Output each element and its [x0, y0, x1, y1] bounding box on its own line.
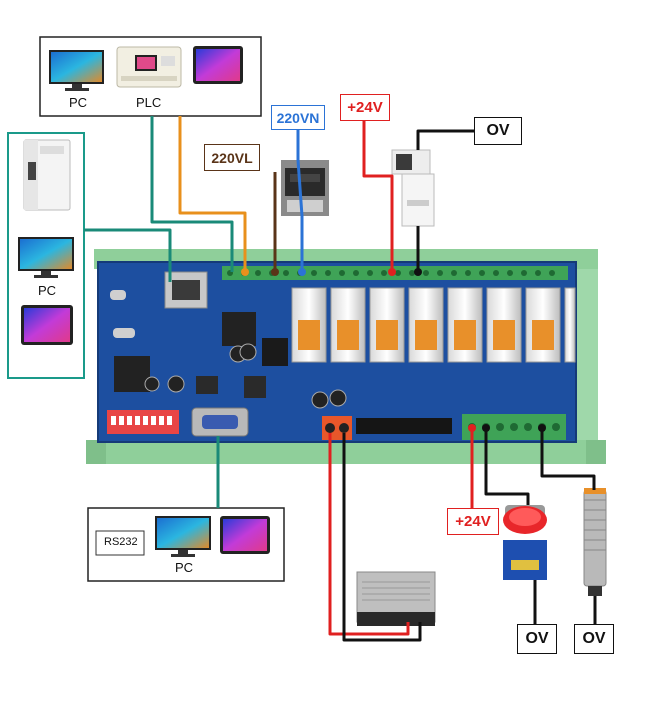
proximity-sensor-icon	[583, 488, 607, 596]
rs232-label-box	[95, 530, 145, 556]
wire-ps-negative	[342, 433, 422, 642]
relay-row	[291, 287, 576, 363]
top-pc-caption: PC	[69, 95, 88, 110]
power-supply-icon	[356, 571, 436, 626]
wire-junction	[298, 268, 306, 276]
controller-board	[97, 261, 577, 443]
wire-left-group-to-board	[84, 228, 172, 282]
wire-button-in	[484, 431, 530, 505]
monitor-icon	[155, 516, 211, 557]
monitor-icon	[49, 50, 104, 91]
tablet-icon	[21, 305, 73, 345]
plc-icon	[23, 139, 71, 211]
rs232-caption: RS232	[104, 536, 138, 548]
wire-plc-to-board	[178, 116, 247, 272]
wire-junction	[538, 424, 546, 432]
left-pc-caption: PC	[38, 283, 57, 298]
tablet-icon	[220, 516, 270, 554]
label-220vl: 220VL	[204, 144, 260, 171]
wire-sensor-in	[540, 431, 596, 490]
wire-junction	[414, 268, 422, 276]
wire-220vn	[296, 130, 304, 272]
wire-ps-positive	[328, 433, 410, 636]
label-220vn: 220VN	[271, 105, 325, 130]
bottom-pc-caption: PC	[175, 560, 194, 575]
tablet-icon	[193, 46, 243, 84]
push-button-icon	[503, 505, 547, 580]
wire-junction	[482, 424, 490, 432]
label-24v-top: +24V	[340, 94, 390, 121]
wire-junction	[468, 424, 476, 432]
wire-24v-top	[362, 120, 394, 272]
top-plc-caption: PLC	[136, 95, 162, 110]
wire-junction	[241, 268, 249, 276]
wire-junction	[271, 268, 279, 276]
solenoid-valve-icon	[391, 149, 435, 227]
label-24v-bottom: +24V	[447, 508, 499, 535]
wire-pc-to-board	[150, 116, 234, 272]
contactor-icon	[281, 160, 329, 216]
wire-ov-top	[416, 129, 474, 150]
label-ov-button: OV	[517, 624, 557, 654]
label-ov-sensor: OV	[574, 624, 614, 654]
label-ov-top: OV	[474, 117, 522, 145]
wire-junction	[388, 268, 396, 276]
monitor-icon	[18, 237, 74, 278]
plc-icon	[116, 46, 182, 88]
